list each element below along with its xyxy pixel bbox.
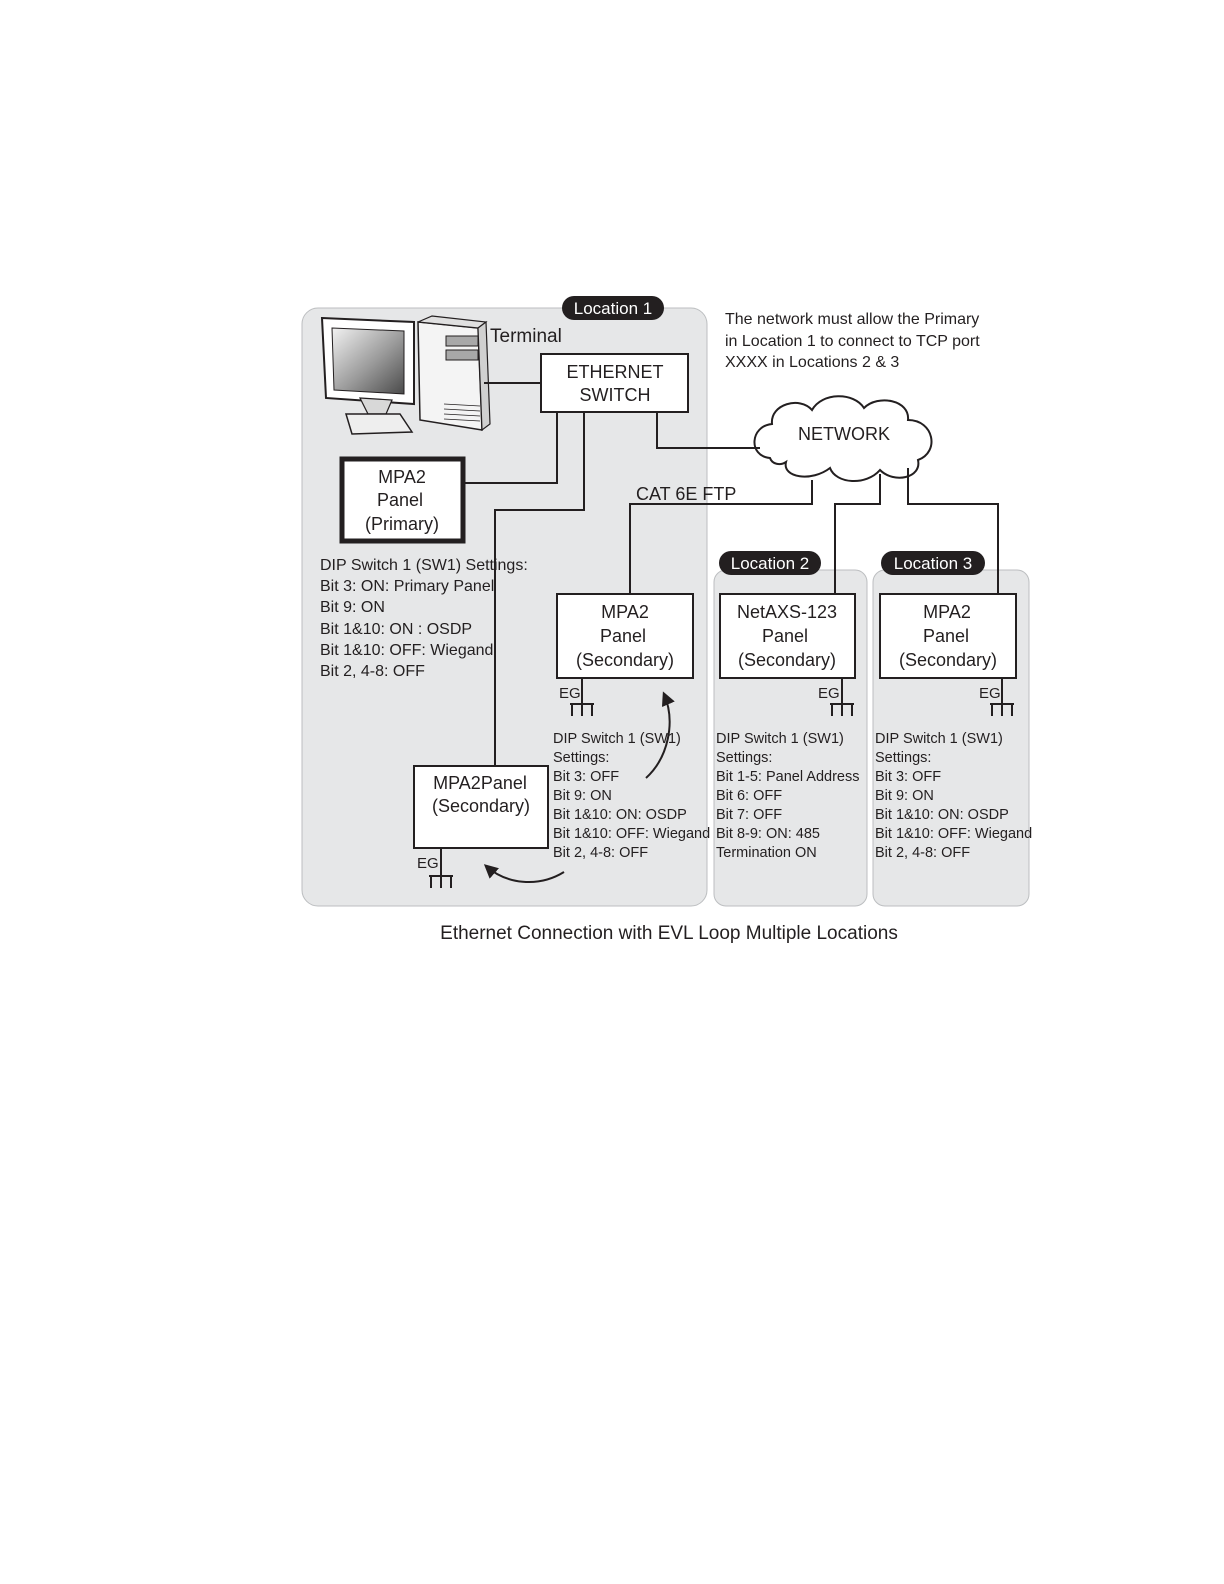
dip-loc1-line: Settings: [553, 750, 609, 766]
eg-label: EG [559, 685, 581, 702]
dip-loc1-line: Bit 1&10: ON: OSDP [553, 807, 687, 823]
dip-primary-line: Bit 1&10: OFF: Wiegand [320, 642, 493, 659]
network-note-line-3: XXXX in Locations 2 & 3 [725, 354, 899, 371]
loc3-panel-line-2: Panel [923, 626, 969, 646]
loc2-panel-line-3: (Secondary) [738, 650, 836, 670]
earth-ground-icon [830, 678, 854, 716]
network-note-line-1: The network must allow the Primary [725, 311, 979, 328]
dip-loc2-line: Bit 8-9: ON: 485 [716, 826, 820, 842]
network-cloud-icon [753, 395, 933, 483]
primary-dip-settings: DIP Switch 1 (SW1) Settings: Bit 3: ON: … [320, 557, 528, 680]
earth-ground-icon [429, 848, 453, 888]
ethernet-switch-line-2: SWITCH [580, 385, 651, 405]
dip-primary-line: Bit 9: ON [320, 599, 385, 616]
dip-loc1-line: Bit 3: OFF [553, 769, 619, 785]
dip-loc2-line: Bit 6: OFF [716, 788, 782, 804]
loc1-secondary-a-line-2: Panel [600, 626, 646, 646]
loc3-secondary-panel-box [879, 593, 1017, 679]
loc3-panel-line-1: MPA2 [923, 602, 971, 622]
dip-loc3-line: Bit 1&10: ON: OSDP [875, 807, 1009, 823]
dip-loc2-line: Bit 7: OFF [716, 807, 782, 823]
loc1-secondary-b-line-2: (Secondary) [432, 796, 530, 816]
network-note-line-2: in Location 1 to connect to TCP port [725, 333, 980, 350]
loc1-secondary-a-line-3: (Secondary) [576, 650, 674, 670]
dip-loc2-line: DIP Switch 1 (SW1) [716, 731, 844, 747]
location-3-badge: Location 3 [881, 551, 985, 575]
dip-loc3-line: DIP Switch 1 (SW1) [875, 731, 1003, 747]
dip-loc3-line: Bit 2, 4-8: OFF [875, 845, 970, 861]
loc1-secondary-panel-a-box [556, 593, 694, 679]
earth-ground-icon [990, 678, 1014, 716]
dip-loc1-line: Bit 1&10: OFF: Wiegand [553, 826, 710, 842]
location-1-label: Location 1 [574, 299, 652, 318]
terminal-label: Terminal [490, 326, 562, 347]
dip-loc1-line: Bit 2, 4-8: OFF [553, 845, 648, 861]
loc1-secondary-b-line-1: MPA2Panel [433, 773, 527, 793]
dip-loc1-line: DIP Switch 1 (SW1) [553, 731, 681, 747]
location-2-badge: Location 2 [719, 551, 821, 575]
loc2-panel-line-2: Panel [762, 626, 808, 646]
dip-primary-line: DIP Switch 1 (SW1) Settings: [320, 557, 528, 574]
ethernet-switch-line-1: ETHERNET [566, 362, 663, 382]
dip-loc3-line: Bit 3: OFF [875, 769, 941, 785]
loc2-dip-settings: DIP Switch 1 (SW1) Settings: Bit 1-5: Pa… [716, 731, 859, 861]
primary-panel-box [339, 456, 466, 544]
dip-loc2-line: Termination ON [716, 845, 817, 861]
dip-loc3-line: Bit 1&10: OFF: Wiegand [875, 826, 1032, 842]
dip-loc3-line: Bit 9: ON [875, 788, 934, 804]
eg-label: EG [818, 685, 840, 702]
primary-panel-line-2: Panel [377, 490, 423, 510]
loc1-secondary-a-line-1: MPA2 [601, 602, 649, 622]
location-3-label: Location 3 [894, 554, 972, 573]
diagram-caption: Ethernet Connection with EVL Loop Multip… [440, 923, 898, 944]
network-cabling [464, 382, 999, 766]
eg-label: EG [417, 855, 439, 872]
location-2-label: Location 2 [731, 554, 809, 573]
location-1-badge: Location 1 [562, 296, 664, 320]
primary-panel-line-3: (Primary) [365, 514, 439, 534]
loc2-panel-line-1: NetAXS-123 [737, 602, 837, 622]
dip-primary-line: Bit 1&10: ON : OSDP [320, 621, 472, 638]
network-label: NETWORK [798, 424, 890, 444]
arrow-to-secondary-b [483, 864, 565, 883]
loc1-secondary-dip-settings: DIP Switch 1 (SW1) Settings: Bit 3: OFF … [553, 731, 710, 861]
eg-label: EG [979, 685, 1001, 702]
dip-loc3-line: Settings: [875, 750, 931, 766]
ethernet-switch-box [540, 353, 689, 413]
loc1-secondary-panel-b-box [413, 765, 549, 849]
dip-loc2-line: Bit 1-5: Panel Address [716, 769, 859, 785]
dip-loc1-line: Bit 9: ON [553, 788, 612, 804]
dip-primary-line: Bit 2, 4-8: OFF [320, 663, 425, 680]
earth-ground-icon [570, 678, 594, 716]
terminal-computer-icon [320, 315, 491, 435]
cable-label: CAT 6E FTP [636, 484, 736, 504]
arrow-to-secondary-a [645, 691, 675, 779]
loc2-secondary-panel-box [719, 593, 856, 679]
dip-loc2-line: Settings: [716, 750, 772, 766]
primary-panel-line-1: MPA2 [378, 467, 426, 487]
loc3-dip-settings: DIP Switch 1 (SW1) Settings: Bit 3: OFF … [875, 731, 1032, 861]
loc3-panel-line-3: (Secondary) [899, 650, 997, 670]
dip-primary-line: Bit 3: ON: Primary Panel [320, 578, 494, 595]
